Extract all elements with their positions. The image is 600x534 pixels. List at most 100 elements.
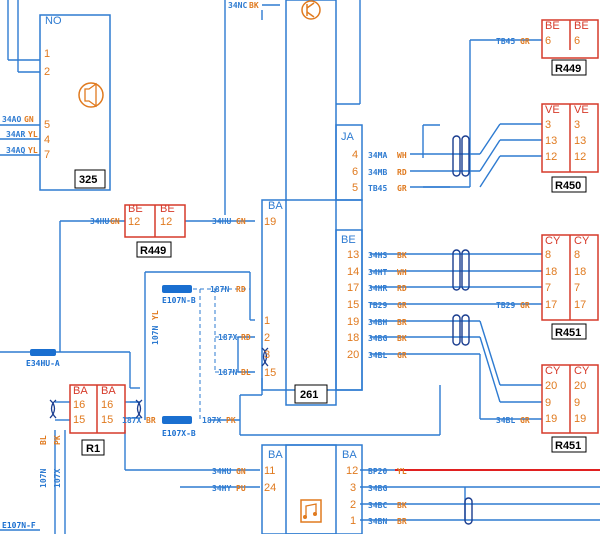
wire-label-34ar: 34AR <box>6 130 25 139</box>
wire-color-rd-2: RD <box>397 284 407 293</box>
component-261-be <box>335 229 363 391</box>
connector-r1-tag-box <box>81 439 105 456</box>
component-261-body <box>261 199 363 391</box>
wire-color-wh-2: WH <box>397 268 407 277</box>
bottom-out-pin-3: 3 <box>350 482 356 494</box>
c261-be-pin-14: 14 <box>347 266 359 278</box>
r451-top-pin-r-2: 7 <box>574 282 580 294</box>
wire-color-yl-3: YL <box>151 310 160 320</box>
transistor-icon <box>301 0 321 20</box>
wire-color-rd-3: RD <box>236 285 246 294</box>
wire-label-34bg: 34BG <box>368 334 387 343</box>
r450-pin-l-2: 12 <box>545 151 557 163</box>
c261-be-pin-15: 15 <box>347 299 359 311</box>
r451-bottom-tag: R451 <box>555 440 581 452</box>
r451-bottom-left: CY <box>545 365 561 377</box>
r449-top-pin-r: 6 <box>574 35 580 47</box>
r451-top-right: CY <box>574 235 590 247</box>
r451-top-pin-r-0: 8 <box>574 249 580 261</box>
r449-top-pin-l: 6 <box>545 35 551 47</box>
c261-ja-pin-4: 4 <box>352 149 358 161</box>
r451-bottom-right: CY <box>574 365 590 377</box>
wire-color-gr: GR <box>397 184 407 193</box>
c261-be-pin-20: 20 <box>347 349 359 361</box>
r1-pin-l-0: 16 <box>73 399 85 411</box>
component-261-tag: 261 <box>300 389 318 401</box>
bus-label-e107n-b: E107N-B <box>162 296 196 305</box>
r450-pin-l-1: 13 <box>545 135 557 147</box>
r451-bottom-pin-l-0: 20 <box>545 380 557 392</box>
wire-label-34hs: 34HS <box>368 251 387 260</box>
bottom-out-pin-2: 2 <box>350 499 356 511</box>
splice-markers <box>452 135 473 525</box>
wire-label-tb29: TB29 <box>368 301 387 310</box>
r451-top-pin-l-1: 18 <box>545 266 557 278</box>
r451-top-pin-r-1: 18 <box>574 266 586 278</box>
c325-pin-1: 1 <box>44 48 50 60</box>
r1-pin-l-1: 15 <box>73 414 85 426</box>
c261-be-pin-18: 18 <box>347 332 359 344</box>
r451-top-left: CY <box>545 235 561 247</box>
wire-label-tb29-b: TB29 <box>496 301 515 310</box>
wire-color-bk-2: BK <box>397 251 407 260</box>
wire-color-gr-3: GR <box>397 351 407 360</box>
block-pin-2: 2 <box>264 332 270 344</box>
c261-ba-pin-19: 19 <box>264 216 276 228</box>
r449-mid-pin-r: 12 <box>160 216 172 228</box>
wire-color-pk-2: PK <box>53 435 62 445</box>
wire-label-34bl: 34BL <box>368 351 387 360</box>
wire-color-gr-5: GR <box>520 301 530 310</box>
wire-color-gn-3: GN <box>236 217 246 226</box>
r451-top-pin-l-3: 17 <box>545 299 557 311</box>
r451-bottom-pin-l-2: 19 <box>545 413 557 425</box>
r449-mid-left: BE <box>128 203 143 215</box>
wire-label-34hu: 34HU <box>90 217 109 226</box>
component-325 <box>39 14 111 191</box>
wire-color-gn-4: GN <box>236 467 246 476</box>
bottom-out-conn: BA <box>342 449 357 461</box>
r449-mid-tag: R449 <box>140 245 166 257</box>
wire-label-34aq: 34AQ <box>6 146 25 155</box>
wire-label-187x-c: 187X <box>122 416 141 425</box>
c261-be-pin-13: 13 <box>347 249 359 261</box>
c261-ja-pin-6: 6 <box>352 166 358 178</box>
wire-color-pu: PU <box>236 484 246 493</box>
r449-mid-right: BE <box>160 203 175 215</box>
bottom-conn: BA <box>268 449 283 461</box>
wire-label-34hy: 34HY <box>212 484 231 493</box>
wire-color-bk: BK <box>249 1 259 10</box>
r449-top-right: BE <box>574 20 589 32</box>
wire-label-34nc: 34NC <box>228 1 247 10</box>
connector-r449-top-tag-box <box>551 59 587 76</box>
c261-be-pin-17: 17 <box>347 282 359 294</box>
c325-pin-2: 2 <box>44 66 50 78</box>
c261-ja-pin-5: 5 <box>352 182 358 194</box>
block-pin-3: 3 <box>264 349 270 361</box>
connector-r451-top-tag-box <box>551 323 587 340</box>
wire-label-34hu-c: 34HU <box>212 467 231 476</box>
c261-be-pin-19: 19 <box>347 316 359 328</box>
bus-label-e107x-b: E107X-B <box>162 429 196 438</box>
component-bottom-core <box>285 444 337 534</box>
wire-color-br-3: BR <box>397 517 407 526</box>
wire-label-187n-b: 187N <box>218 368 237 377</box>
wire-label-187x: 187X <box>218 333 237 342</box>
wire-label-187n: 187N <box>210 285 229 294</box>
bus-label-e34hu-a: E34HU-A <box>26 359 60 368</box>
r1-tag: R1 <box>86 443 100 455</box>
r451-bottom-pin-l-1: 9 <box>545 397 551 409</box>
r450-pin-r-0: 3 <box>574 119 580 131</box>
wire-label-tb45: TB45 <box>368 184 387 193</box>
r451-bottom-pin-r-1: 9 <box>574 397 580 409</box>
wire-color-br: BR <box>397 318 407 327</box>
r450-pin-r-2: 12 <box>574 151 586 163</box>
wire-label-34bl-b: 34BL <box>496 416 515 425</box>
wire-color-yl-4: YL <box>397 467 407 476</box>
connector-r451-bottom-tag-box <box>551 436 587 453</box>
wire-label-34hr: 34HR <box>368 284 387 293</box>
r451-top-pin-l-2: 7 <box>545 282 551 294</box>
wire-label-34bn: 34BN <box>368 517 387 526</box>
audio-icon <box>300 499 322 523</box>
wire-color-gr-6: GR <box>520 416 530 425</box>
